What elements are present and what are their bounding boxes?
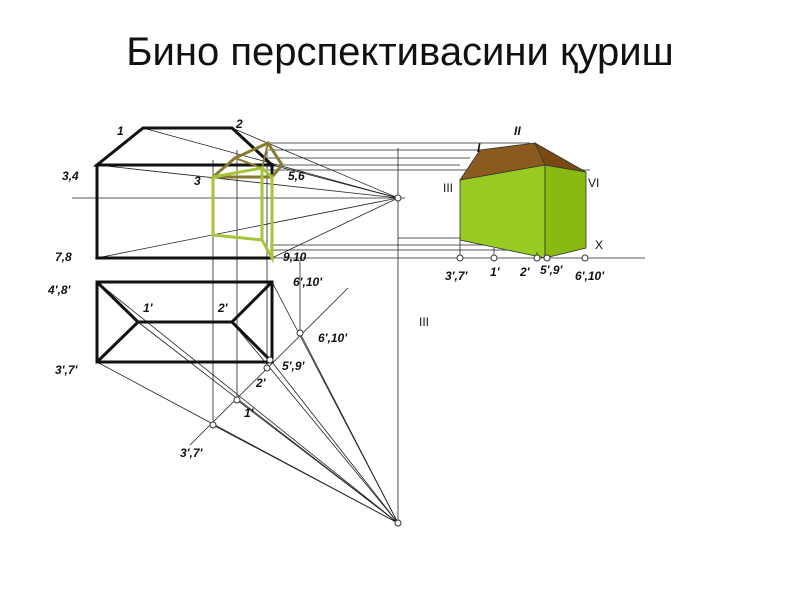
- label-plan-2: 2': [217, 301, 229, 315]
- label-base-1: 1': [490, 265, 501, 279]
- label-diag-59: 5',9': [282, 359, 306, 373]
- label-base-610: 6',10': [575, 269, 605, 283]
- label-plan-1: 1': [143, 301, 154, 315]
- label-front-1: 1: [117, 124, 124, 138]
- label-diag-37: 3',7': [180, 446, 204, 460]
- label-front-3: 3: [194, 174, 201, 188]
- slide-title: Бино перспективасини қуриш: [126, 30, 674, 74]
- label-persp-VI: VI: [588, 176, 599, 190]
- label-front-78: 7,8: [55, 250, 72, 264]
- label-center-III: III: [419, 315, 429, 329]
- label-plan-48: 4',8': [47, 283, 72, 297]
- side-wall: [544, 164, 587, 259]
- label-front-910: 9,10: [283, 250, 307, 264]
- label-diag-1: 1': [244, 406, 255, 420]
- plan-view: [95, 280, 274, 364]
- construction-points: [209, 194, 589, 527]
- perspective-house: [459, 142, 587, 259]
- label-persp-II: II: [514, 124, 521, 138]
- label-diag-2: 2': [255, 376, 267, 390]
- label-plan-610-top: 6',10': [293, 275, 323, 289]
- label-persp-III: III: [443, 181, 453, 195]
- label-diag-610: 6',10': [318, 331, 348, 345]
- label-persp-I: I: [477, 141, 481, 155]
- intermediate-house-outline: [208, 141, 284, 264]
- label-front-2: 2: [235, 117, 243, 131]
- label-base-2: 2': [519, 265, 531, 279]
- diagram-labels: 1 2 3,4 3 5,6 7,8 9,10 4',8' 3',7' 1' 2'…: [47, 117, 605, 460]
- label-plan-37: 3',7': [55, 363, 79, 377]
- label-front-56: 5,6: [288, 169, 305, 183]
- front-wall: [459, 164, 546, 259]
- roof-side: [534, 142, 587, 173]
- label-front-34: 3,4: [62, 169, 79, 183]
- label-persp-X: X: [595, 238, 603, 252]
- label-base-37: 3',7': [445, 269, 469, 283]
- label-base-59: 5',9': [540, 263, 564, 277]
